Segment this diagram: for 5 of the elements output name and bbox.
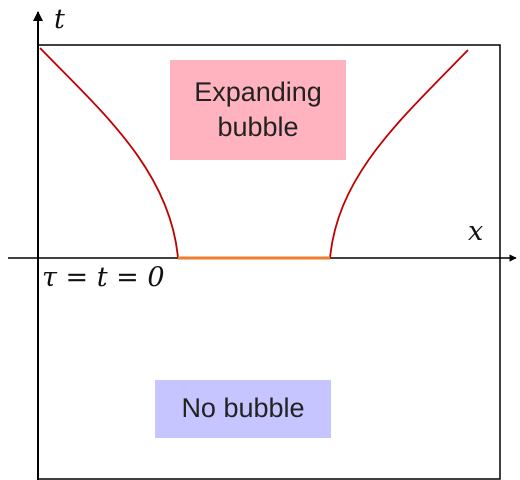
axis-label: t	[54, 6, 65, 33]
region-label: No bubble	[155, 380, 331, 438]
axis-label: x	[468, 218, 484, 245]
origin-label: τ = t = 0	[42, 264, 165, 291]
region-label: Expanding bubble	[170, 60, 346, 160]
